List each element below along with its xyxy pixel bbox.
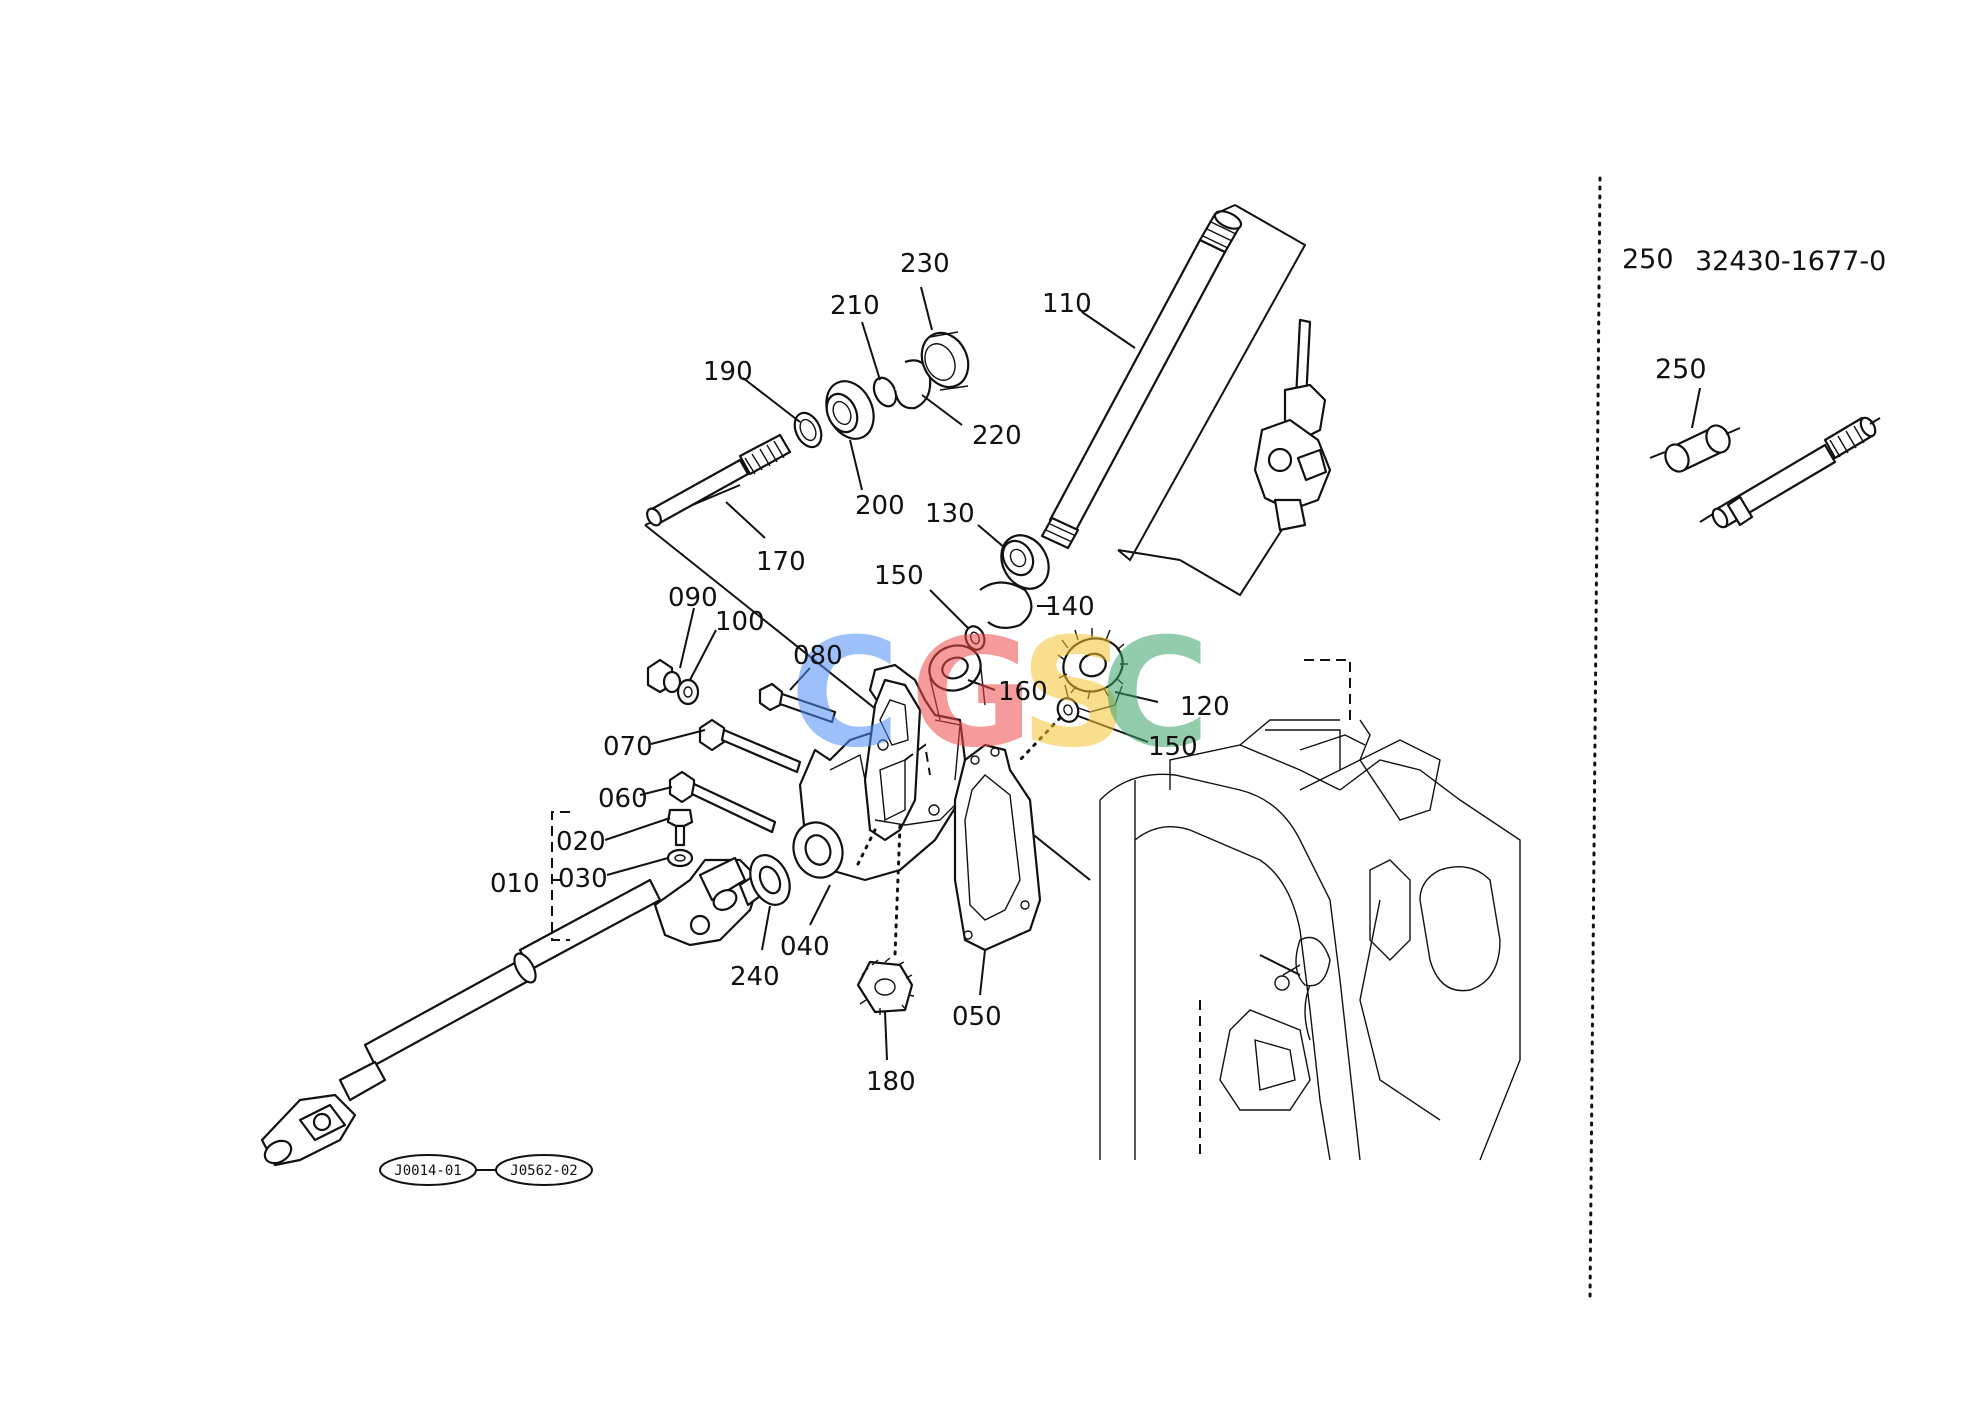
label-150-lower: 150	[1148, 732, 1198, 762]
label-220: 220	[972, 421, 1022, 451]
label-100: 100	[715, 607, 765, 637]
reference-code-left: J0014-01	[394, 1163, 461, 1179]
leader-lines	[552, 286, 1159, 1061]
label-130: 130	[925, 499, 975, 529]
label-120: 120	[1180, 692, 1230, 722]
bearing-130-group	[964, 534, 1128, 723]
bevel-gear-180	[856, 957, 915, 1015]
label-080: 080	[793, 641, 843, 671]
label-210: 210	[830, 291, 880, 321]
label-160: 160	[998, 677, 1048, 707]
label-200: 200	[855, 491, 905, 521]
side-panel-part-no: 250	[1622, 244, 1674, 275]
propeller-shaft-assembly	[260, 854, 791, 1167]
label-140: 140	[1045, 592, 1095, 622]
watermark-letter-g: G	[910, 607, 1033, 781]
reference-ovals	[379, 1154, 593, 1186]
label-190: 190	[703, 357, 753, 387]
watermark-logo: C G S C	[790, 607, 1210, 781]
assembly-bracket-010	[551, 811, 570, 941]
label-110: 110	[1042, 289, 1092, 319]
label-250-diagram: 250	[1655, 354, 1707, 385]
gasket	[953, 743, 1042, 952]
label-010: 010	[490, 869, 540, 899]
shaft-110	[1040, 204, 1332, 597]
watermark-letter-s: S	[1020, 607, 1128, 781]
watermark-letter-c2: C	[1100, 607, 1210, 781]
transmission-housing	[1099, 659, 1521, 1161]
fasteners	[646, 658, 837, 868]
watermark-letter-c1: C	[790, 607, 900, 781]
label-240: 240	[730, 962, 780, 992]
label-230: 230	[900, 249, 950, 279]
label-060: 060	[598, 784, 648, 814]
label-150-upper: 150	[874, 561, 924, 591]
label-180: 180	[866, 1067, 916, 1097]
label-170: 170	[756, 547, 806, 577]
alignment-lines	[853, 716, 1062, 957]
label-020: 020	[556, 827, 606, 857]
side-panel-part-number: 32430-1677-0	[1695, 246, 1886, 277]
label-090: 090	[668, 583, 718, 613]
part-labels: 230 210 190 110 220 200 130 170 150 140 …	[490, 249, 1707, 1097]
gearbox-case	[792, 644, 986, 882]
label-050: 050	[952, 1002, 1002, 1032]
upper-shaft-170	[646, 331, 970, 527]
label-030: 030	[558, 864, 608, 894]
panel-divider	[1588, 176, 1602, 1302]
reference-code-right: J0562-02	[510, 1163, 577, 1179]
label-070: 070	[603, 732, 653, 762]
side-panel-250	[1649, 387, 1881, 529]
label-040: 040	[780, 932, 830, 962]
